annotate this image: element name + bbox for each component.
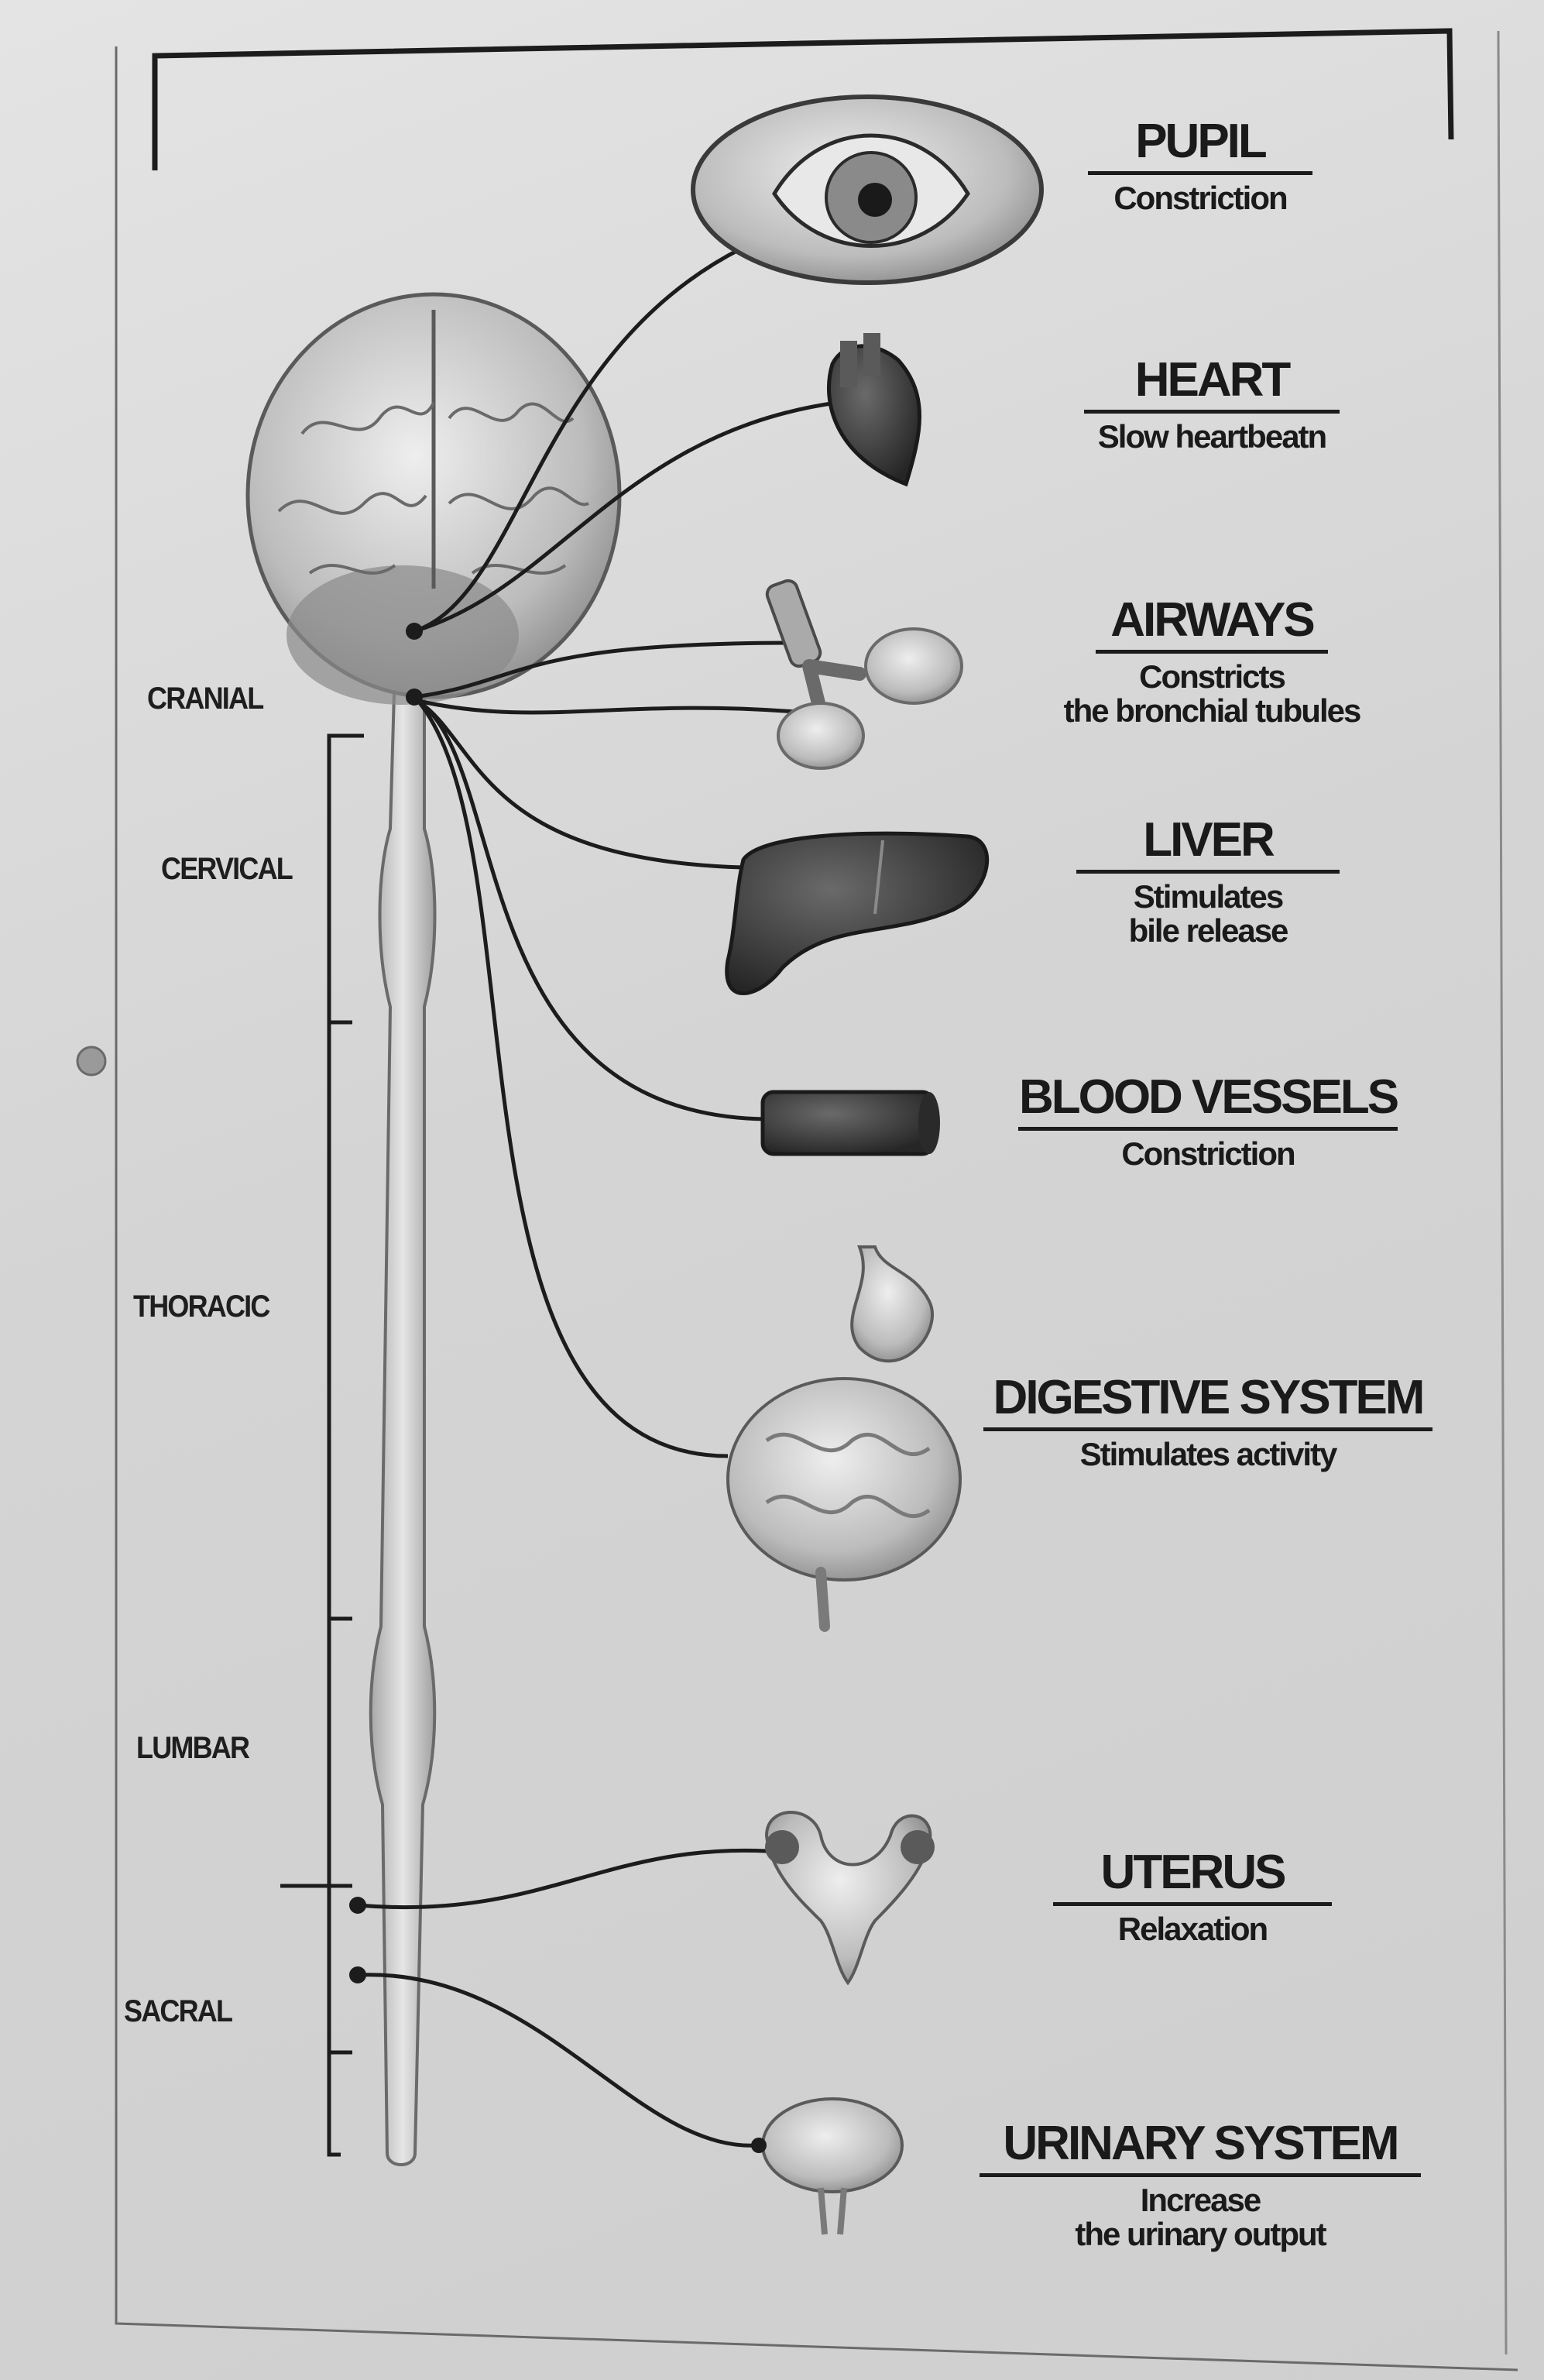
underline xyxy=(1096,650,1328,654)
organ-effect: Increase the urinary output xyxy=(1075,2182,1326,2253)
nerve-to-airways xyxy=(413,641,798,699)
organ-label-pupil: PUPIL Constriction xyxy=(1084,116,1316,215)
underline xyxy=(980,2173,1421,2178)
uterus-illustration xyxy=(764,1811,935,1986)
organ-effect: Stimulates bile release xyxy=(1128,878,1289,950)
organ-name: DIGESTIVE SYSTEM xyxy=(993,1371,1426,1424)
airways-illustration xyxy=(765,579,963,770)
nerve-to-blood-vessels xyxy=(417,699,767,1121)
nerve-to-heart xyxy=(413,400,837,634)
organ-label-uterus: UTERUS Relaxation xyxy=(1053,1847,1332,1946)
organ-effect: Constricts the bronchial tubules xyxy=(1063,658,1362,730)
brain-illustration xyxy=(245,292,622,705)
nerve-to-uterus xyxy=(357,1848,767,1910)
region-label-sacral: SACRAL xyxy=(124,1994,233,2028)
organ-label-digestive-system: DIGESTIVE SYSTEM Stimulates activity xyxy=(983,1372,1432,1472)
bladder-illustration xyxy=(751,2097,904,2235)
organ-effect: Slow heartbeatn xyxy=(1097,418,1327,455)
spinal-cord xyxy=(369,610,437,2166)
underline xyxy=(1088,171,1312,176)
heart-illustration xyxy=(826,333,921,487)
digestive-illustration xyxy=(726,1245,962,1632)
organ-label-blood-vessels: BLOOD VESSELS Constriction xyxy=(1014,1072,1402,1171)
organ-effect: Stimulates activity xyxy=(1079,1436,1338,1473)
nerve-to-airways-lower xyxy=(417,699,806,715)
organ-label-airways: AIRWAYS Constricts the bronchial tubules xyxy=(1038,595,1386,728)
organ-name: UTERUS xyxy=(1100,1846,1287,1899)
region-label-thoracic: THORACIC xyxy=(133,1290,270,1324)
underline xyxy=(1018,1127,1398,1132)
liver-illustration xyxy=(725,831,990,995)
underline xyxy=(1053,1902,1332,1907)
organ-name: LIVER xyxy=(1143,813,1275,867)
nerve-to-urinary xyxy=(357,1973,760,2148)
hole-punch xyxy=(76,1046,107,1077)
nerve-origin-points xyxy=(349,623,423,1983)
nerve-to-digestive xyxy=(417,699,729,1458)
underline xyxy=(1084,410,1340,414)
region-bracket xyxy=(280,733,364,2157)
organ-name: PUPIL xyxy=(1135,115,1268,168)
organ-name: HEART xyxy=(1134,353,1292,407)
eye-illustration xyxy=(691,94,1044,285)
region-label-cervical: CERVICAL xyxy=(161,852,293,886)
blood-vessel-illustration xyxy=(760,1090,940,1156)
nerve-to-liver xyxy=(417,699,744,870)
organ-label-urinary-system: URINARY SYSTEM Increase the urinary outp… xyxy=(976,2118,1425,2251)
organ-label-liver: LIVER Stimulates bile release xyxy=(1076,815,1340,948)
organ-effect: Constriction xyxy=(1121,1135,1295,1173)
organ-label-heart: HEART Slow heartbeatn xyxy=(1084,355,1340,454)
region-label-cranial: CRANIAL xyxy=(147,682,264,716)
region-label-lumbar: LUMBAR xyxy=(136,1731,250,1765)
underline xyxy=(1076,870,1340,874)
organ-effect: Constriction xyxy=(1113,180,1288,217)
organ-name: URINARY SYSTEM xyxy=(1003,2117,1399,2170)
organ-effect: Relaxation xyxy=(1117,1911,1268,1948)
organ-name: AIRWAYS xyxy=(1110,593,1316,647)
organ-name: BLOOD VESSELS xyxy=(1018,1070,1399,1124)
underline xyxy=(983,1427,1432,1432)
figure-frame xyxy=(115,28,1518,2371)
